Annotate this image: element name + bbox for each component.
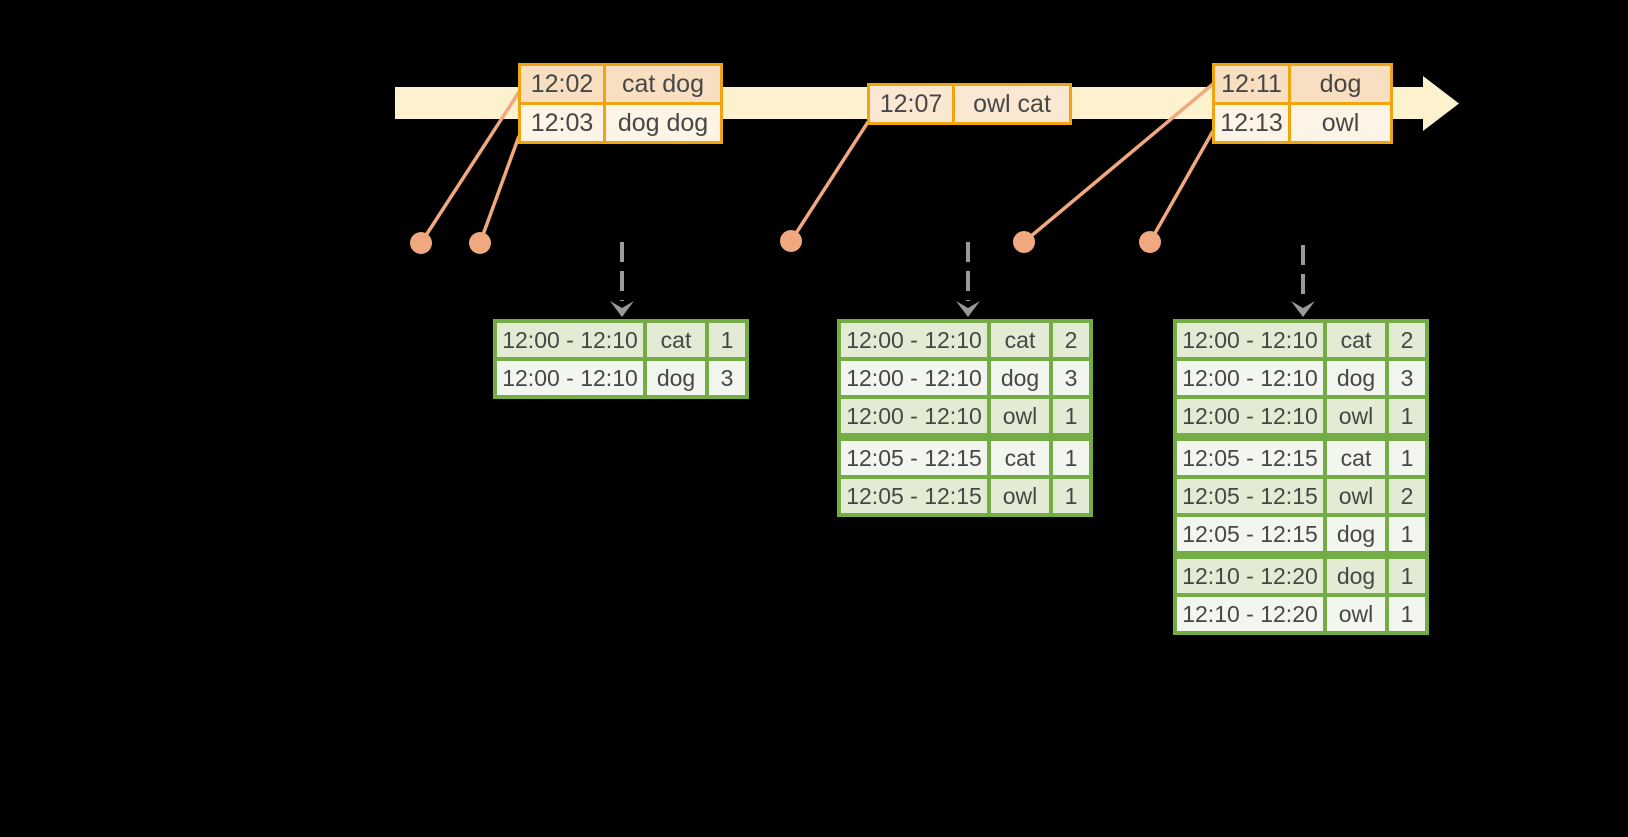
table-row: 12:00 - 12:10 dog 3 — [1177, 361, 1425, 395]
event-time: 12:13 — [1215, 105, 1288, 141]
window-cell: 12:00 - 12:10 — [497, 323, 643, 357]
event-row: 12:07 owl cat — [870, 86, 1069, 122]
event-connector-line — [419, 91, 521, 244]
count-cell: 3 — [1053, 361, 1089, 395]
count-cell: 2 — [1389, 479, 1425, 513]
event-row: 12:13 owl — [1215, 105, 1390, 141]
window-cell: 12:00 - 12:10 — [497, 361, 643, 395]
table-row: 12:00 - 12:10 cat 1 — [497, 323, 745, 357]
window-cell: 12:05 - 12:15 — [1177, 441, 1323, 475]
count-cell: 1 — [1389, 517, 1425, 551]
word-cell: cat — [991, 323, 1049, 357]
window-cell: 12:00 - 12:10 — [1177, 361, 1323, 395]
event-words: cat dog — [606, 66, 720, 102]
timeline-arrowhead — [1423, 76, 1459, 131]
table-row: 12:05 - 12:15 owl 1 — [841, 479, 1089, 513]
word-cell: dog — [1327, 559, 1385, 593]
trigger-arrows — [620, 242, 1305, 301]
window-cell: 12:00 - 12:10 — [841, 361, 987, 395]
window-cell: 12:10 - 12:20 — [1177, 559, 1323, 593]
event-row: 12:11 dog — [1215, 66, 1390, 102]
window-cell: 12:00 - 12:10 — [1177, 399, 1323, 433]
window-cell: 12:05 - 12:15 — [1177, 517, 1323, 551]
table-row: 12:00 - 12:10 cat 2 — [841, 323, 1089, 357]
table-row: 12:05 - 12:15 cat 1 — [1177, 441, 1425, 475]
table-row: 12:10 - 12:20 dog 1 — [1177, 559, 1425, 593]
word-cell: dog — [1327, 361, 1385, 395]
trigger-arrowhead — [956, 301, 980, 317]
word-cell: cat — [1327, 323, 1385, 357]
trigger-arrowhead — [610, 301, 634, 317]
event-row: 12:03 dog dog — [521, 105, 720, 141]
result-table-3: 12:00 - 12:10 cat 2 12:00 - 12:10 dog 3 … — [1173, 319, 1429, 635]
event-words: owl — [1291, 105, 1390, 141]
event-words: owl cat — [955, 86, 1069, 122]
event-time: 12:07 — [870, 86, 952, 122]
word-cell: owl — [991, 479, 1049, 513]
word-cell: owl — [1327, 597, 1385, 631]
window-cell: 12:00 - 12:10 — [841, 399, 987, 433]
word-cell: cat — [1327, 441, 1385, 475]
word-cell: dog — [1327, 517, 1385, 551]
window-cell: 12:05 - 12:15 — [841, 441, 987, 475]
event-box-2: 12:07 owl cat — [867, 83, 1072, 125]
word-cell: owl — [1327, 479, 1385, 513]
window-cell: 12:05 - 12:15 — [1177, 479, 1323, 513]
event-connector-line — [1022, 82, 1215, 244]
table-row: 12:00 - 12:10 cat 2 — [1177, 323, 1425, 357]
trigger-arrowhead — [1291, 301, 1315, 317]
event-marker-dot — [1139, 231, 1161, 253]
table-row: 12:00 - 12:10 dog 3 — [497, 361, 745, 395]
result-table-2: 12:00 - 12:10 cat 2 12:00 - 12:10 dog 3 … — [837, 319, 1093, 517]
word-cell: cat — [647, 323, 705, 357]
table-row: 12:00 - 12:10 owl 1 — [1177, 399, 1425, 433]
table-row: 12:05 - 12:15 cat 1 — [841, 441, 1089, 475]
event-box-1: 12:02 cat dog 12:03 dog dog — [518, 63, 723, 144]
count-cell: 2 — [1389, 323, 1425, 357]
event-time: 12:02 — [521, 66, 603, 102]
event-row: 12:02 cat dog — [521, 66, 720, 102]
event-time: 12:11 — [1215, 66, 1288, 102]
count-cell: 1 — [1389, 399, 1425, 433]
table-row: 12:00 - 12:10 owl 1 — [841, 399, 1089, 433]
word-cell: owl — [1327, 399, 1385, 433]
count-cell: 2 — [1053, 323, 1089, 357]
event-words: dog — [1291, 66, 1390, 102]
event-marker-dot — [410, 232, 432, 254]
table-row: 12:05 - 12:15 dog 1 — [1177, 517, 1425, 551]
table-row: 12:00 - 12:10 dog 3 — [841, 361, 1089, 395]
event-marker-dot — [780, 230, 802, 252]
window-cell: 12:00 - 12:10 — [841, 323, 987, 357]
word-cell: dog — [991, 361, 1049, 395]
window-cell: 12:05 - 12:15 — [841, 479, 987, 513]
word-cell: cat — [991, 441, 1049, 475]
event-box-3: 12:11 dog 12:13 owl — [1212, 63, 1393, 144]
event-connector-line — [789, 121, 870, 242]
trigger-arrowheads — [610, 301, 1315, 317]
table-row: 12:05 - 12:15 owl 2 — [1177, 479, 1425, 513]
word-cell: owl — [991, 399, 1049, 433]
event-connector-lines — [419, 82, 1215, 244]
count-cell: 1 — [1053, 399, 1089, 433]
word-cell: dog — [647, 361, 705, 395]
window-cell: 12:00 - 12:10 — [1177, 323, 1323, 357]
count-cell: 3 — [1389, 361, 1425, 395]
window-cell: 12:10 - 12:20 — [1177, 597, 1323, 631]
event-marker-dot — [469, 232, 491, 254]
event-words: dog dog — [606, 105, 720, 141]
count-cell: 1 — [709, 323, 745, 357]
event-marker-dots — [410, 230, 1161, 254]
event-connector-line — [478, 135, 521, 244]
count-cell: 3 — [709, 361, 745, 395]
result-table-1: 12:00 - 12:10 cat 1 12:00 - 12:10 dog 3 — [493, 319, 749, 399]
table-row: 12:10 - 12:20 owl 1 — [1177, 597, 1425, 631]
count-cell: 1 — [1389, 441, 1425, 475]
count-cell: 1 — [1389, 559, 1425, 593]
count-cell: 1 — [1053, 479, 1089, 513]
count-cell: 1 — [1053, 441, 1089, 475]
count-cell: 1 — [1389, 597, 1425, 631]
event-marker-dot — [1013, 231, 1035, 253]
event-time: 12:03 — [521, 105, 603, 141]
event-connector-line — [1148, 130, 1215, 243]
